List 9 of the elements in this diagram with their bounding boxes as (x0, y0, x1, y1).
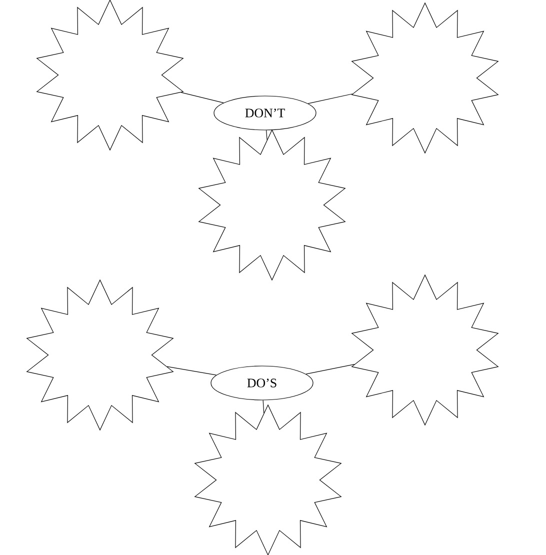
connector-line (166, 366, 217, 376)
connector-line (306, 364, 355, 374)
ellipse-node: DO’S (210, 366, 314, 400)
burst-shape (36, 0, 184, 151)
connector-line (262, 400, 264, 414)
ellipse-node: DON’T (214, 96, 316, 130)
connector-line (266, 130, 268, 140)
connector-line (180, 92, 224, 104)
connector-line (308, 94, 353, 104)
